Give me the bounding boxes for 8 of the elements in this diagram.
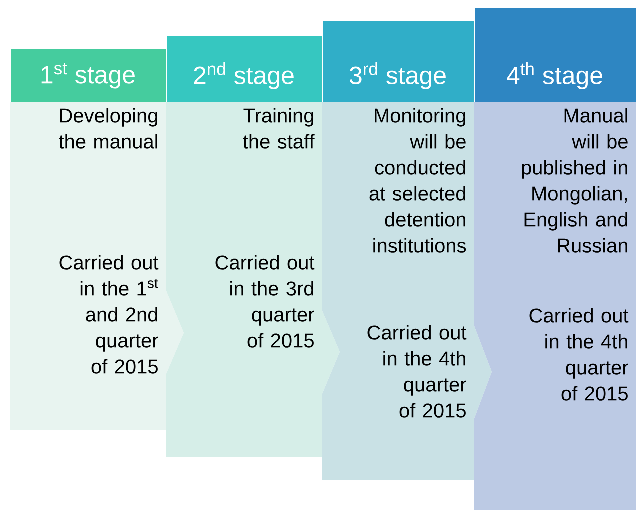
stage-header: 1$^{st}$ stage	[10, 48, 167, 103]
stage-body: Manual will be published in Mongolian, English and Russian Carried out in the 4th quarter of 2015	[474, 102, 636, 510]
stage-body: Training the staff Carried out in the 3rd quarter of 2015	[166, 102, 340, 457]
stage-body: Monitoring will be conducted at selected detention institutions Carried out in the 4th quarter of 2015	[322, 102, 492, 480]
stage-header: 3$^{rd}$ stage	[322, 20, 475, 103]
stage-body: Developing the manual Carried out in the 1$^{st}$ and 2nd quarter of 2015	[10, 102, 184, 430]
stage-header: 4$^{th}$ stage	[474, 7, 637, 103]
stage-header: 2$^{nd}$ stage	[166, 35, 323, 103]
